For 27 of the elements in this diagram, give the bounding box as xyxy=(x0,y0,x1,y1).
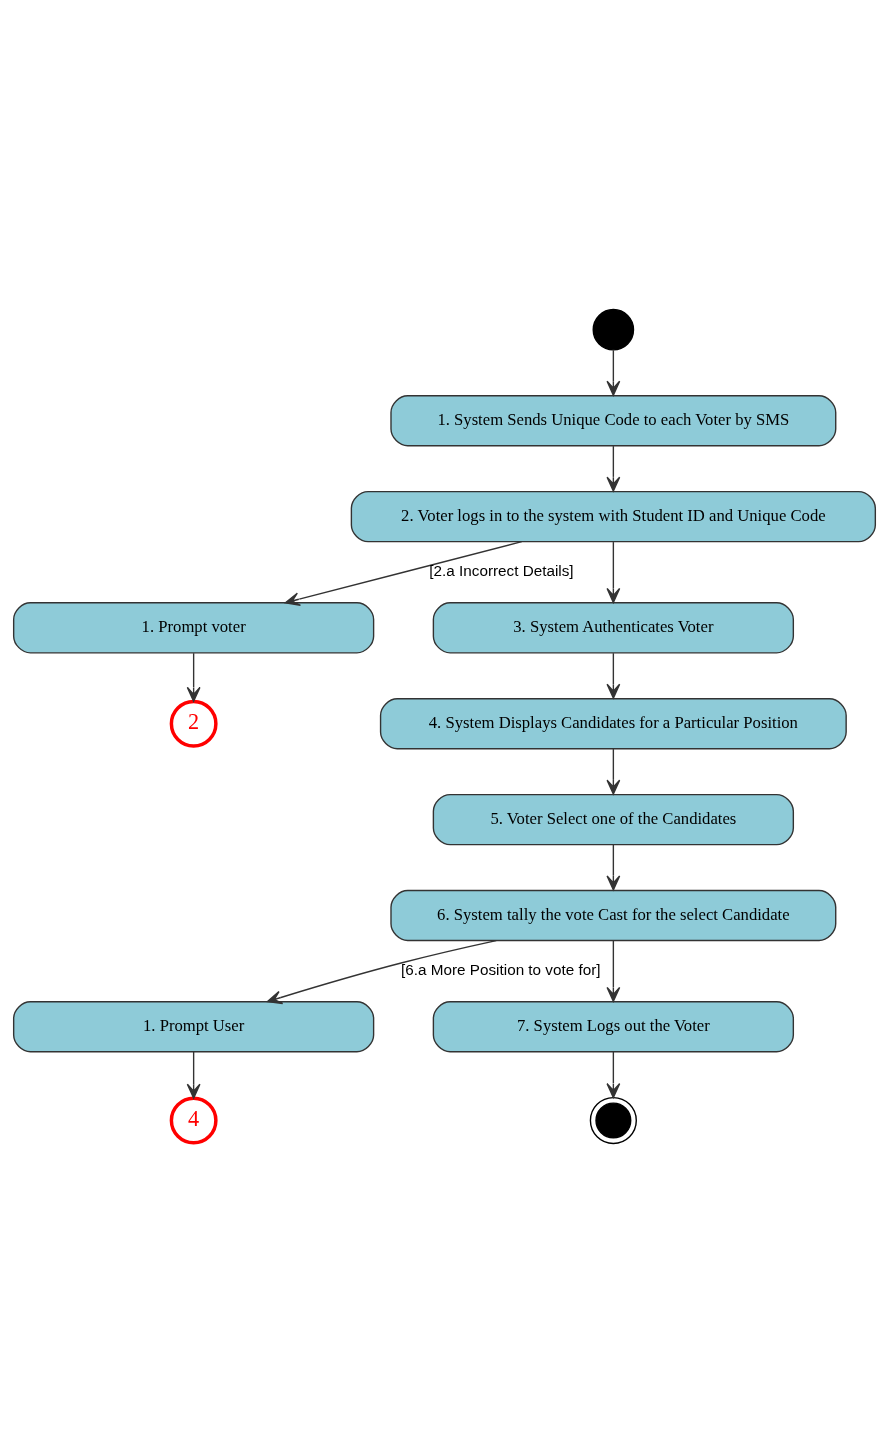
arrow xyxy=(606,843,621,891)
node-box: 4. System Displays Candidates for a Particular Position xyxy=(379,697,847,749)
node-circle xyxy=(589,1096,637,1144)
node-box: 1. Prompt User xyxy=(12,1000,375,1052)
node-box: 1. Prompt voter xyxy=(12,601,375,654)
arrow xyxy=(186,1050,201,1099)
arrow xyxy=(606,652,621,699)
node-box: 5. Voter Select one of the Candidates xyxy=(432,793,795,845)
node-circle: 4 xyxy=(169,1096,218,1144)
arrow xyxy=(606,540,621,603)
arrow xyxy=(606,747,621,795)
node-box: 3. System Authenticates Voter xyxy=(432,601,795,654)
node-box: 6. System tally the vote Cast for the select Candidate xyxy=(390,889,837,941)
arrow xyxy=(284,540,523,606)
node-box: 7. System Logs out the Voter xyxy=(432,1000,795,1052)
arrow xyxy=(266,939,497,1004)
node-circle: 2 xyxy=(169,699,218,748)
node-circle xyxy=(592,308,635,351)
arrow xyxy=(606,349,621,396)
arrow xyxy=(606,444,621,492)
arrow xyxy=(186,652,201,702)
edge-label: [2.a Incorrect Details] xyxy=(429,561,574,579)
node-box: 1. System Sends Unique Code to each Voter by SMS xyxy=(390,394,837,446)
edge-label: [6.a More Position to vote for] xyxy=(401,960,601,978)
arrow xyxy=(606,939,621,1002)
arrow xyxy=(606,1050,621,1098)
node-box: 2. Voter logs in to the system with Student ID and Unique Code xyxy=(350,490,877,542)
